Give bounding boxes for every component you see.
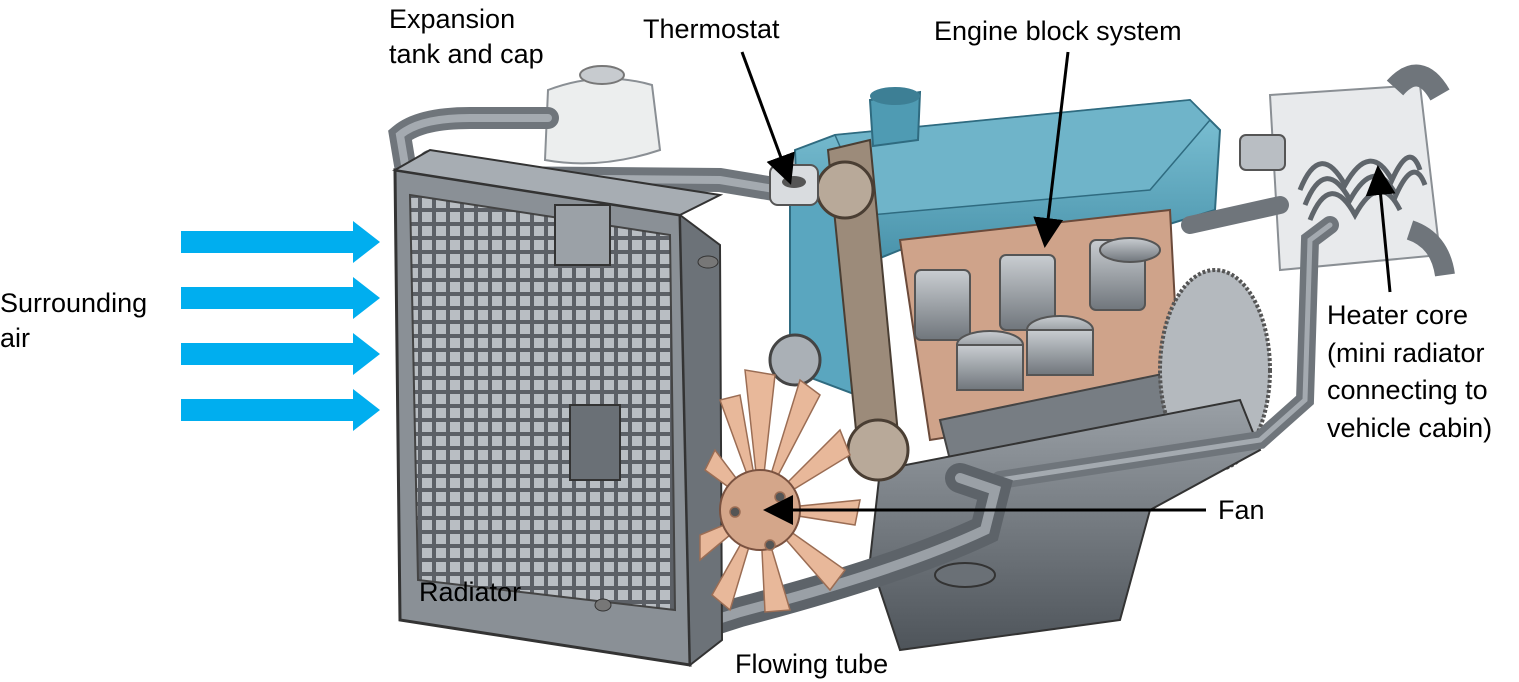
air-arrow-icon (181, 333, 380, 375)
air-arrow-icon (181, 277, 380, 319)
flowing-tube-label: Flowing tube (735, 649, 889, 679)
air-arrow-icon (181, 221, 380, 263)
oil-pan-drawing (868, 398, 1262, 652)
engine-block-label: Engine block system (934, 16, 1182, 46)
thermostat-drawing (769, 164, 819, 206)
expansion-tank-drawing (543, 65, 662, 165)
fan-drawing (699, 369, 861, 613)
thermostat-label: Thermostat (643, 14, 780, 44)
air-arrows (181, 221, 380, 431)
expansion-tank-label: Expansion tank and cap (389, 4, 544, 69)
engine-block-drawing (789, 87, 1272, 472)
air-arrow-icon (181, 389, 380, 431)
heater-core-drawing (1239, 64, 1455, 277)
thermostat-leader (740, 51, 795, 185)
timing-belt-drawing (768, 138, 910, 482)
fan-label: Fan (1218, 495, 1265, 525)
heater-core-label: Heater core (mini radiator connecting to… (1327, 300, 1493, 443)
radiator-drawing (392, 148, 724, 668)
surrounding-air-label: Surrounding air (0, 288, 148, 353)
engine-block-leader (1033, 51, 1070, 248)
heater-hoses (991, 196, 1339, 489)
radiator-label: Radiator (419, 577, 522, 607)
leader-lines (740, 51, 1396, 525)
heater-core-leader (1365, 165, 1396, 293)
